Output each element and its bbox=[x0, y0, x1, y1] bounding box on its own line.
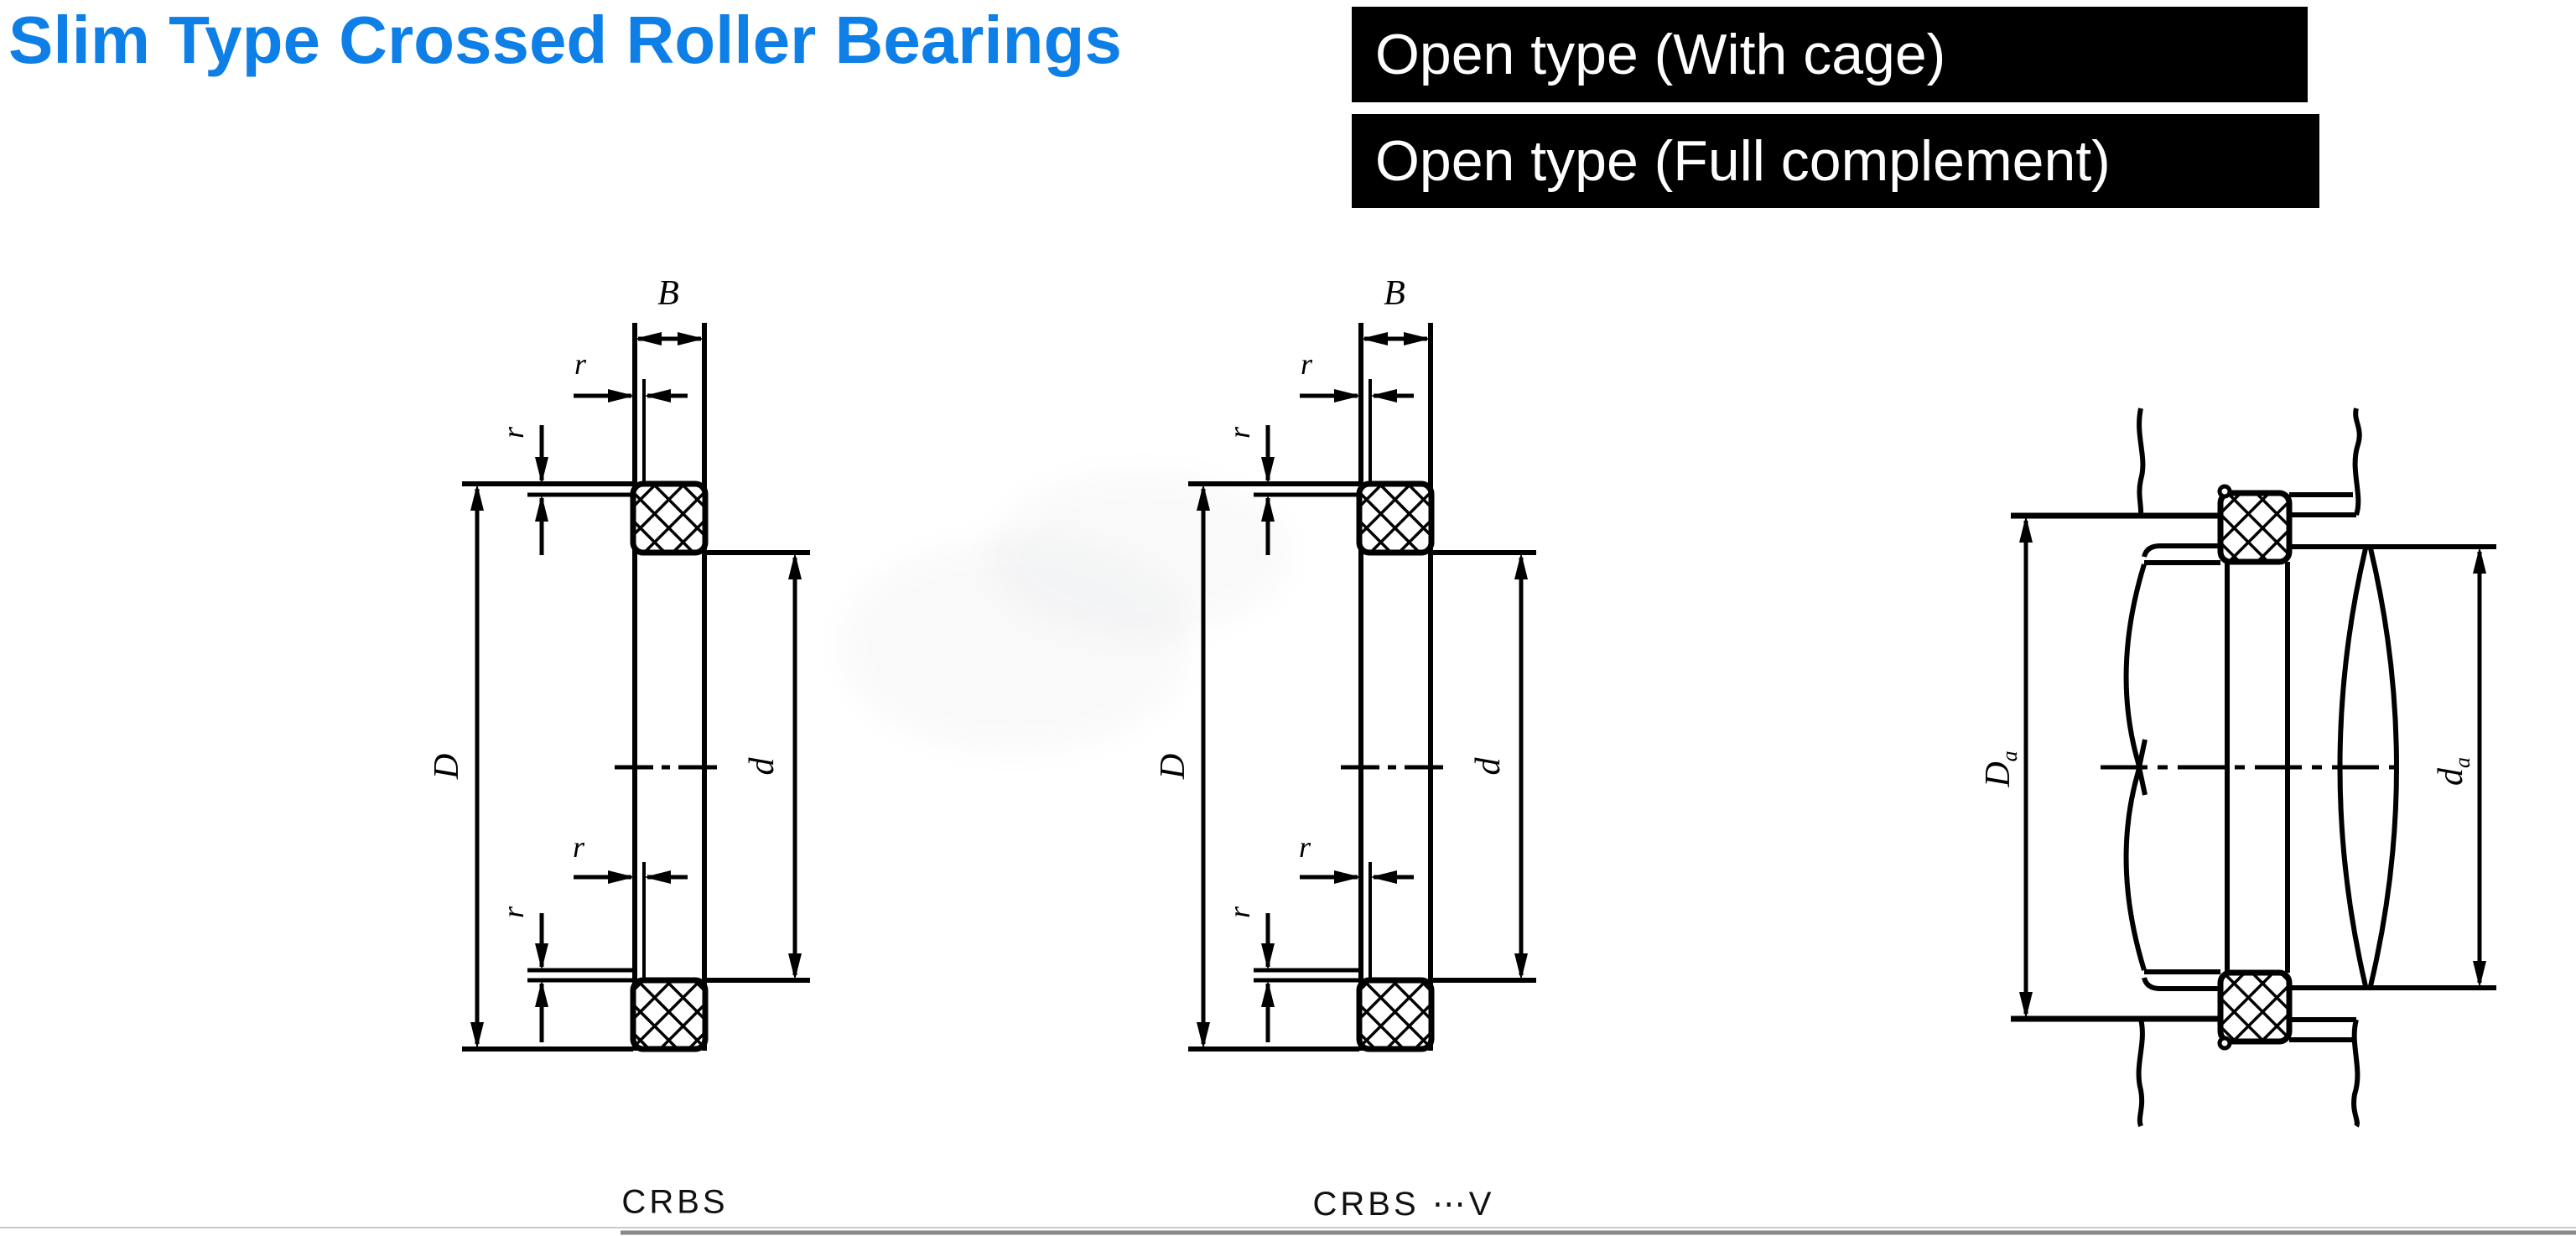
dim-label-chamfer-crbs: r bbox=[572, 830, 585, 864]
type-banner-with-cage: Open type (With cage) bbox=[1352, 7, 2308, 102]
dim-main: d bbox=[2431, 768, 2470, 786]
dim-label-chamfer-crbs-v: r bbox=[1223, 906, 1256, 919]
dim-subscript: a bbox=[2450, 757, 2475, 768]
dim-label-outer-crbs-v: D bbox=[1154, 753, 1192, 780]
figure-caption-crbs: CRBS bbox=[621, 1183, 729, 1221]
dim-label-width-crbs: B bbox=[657, 274, 679, 313]
dim-label-shaft-shoulder: da bbox=[2431, 757, 2475, 786]
dim-main: D bbox=[1978, 761, 2018, 787]
dim-label-chamfer-crbs-v: r bbox=[1298, 830, 1311, 864]
page-title: Slim Type Crossed Roller Bearings bbox=[8, 3, 1122, 77]
dim-label-chamfer-crbs: r bbox=[496, 426, 530, 439]
scan-smudge bbox=[839, 537, 1191, 755]
dim-label-bore-crbs: d bbox=[743, 757, 782, 776]
figure-caption-crbs-v: CRBS ⋯V bbox=[1312, 1186, 1495, 1223]
type-banner-full-complement: Open type (Full complement) bbox=[1352, 114, 2319, 208]
dim-label-chamfer-crbs-v: r bbox=[1300, 347, 1313, 381]
dim-label-width-crbs-v: B bbox=[1384, 274, 1405, 313]
dim-label-housing-shoulder: Da bbox=[1978, 750, 2023, 787]
dim-label-chamfer-crbs-v: r bbox=[1223, 426, 1256, 439]
dim-subscript: a bbox=[1997, 750, 2023, 762]
dim-label-chamfer-crbs: r bbox=[496, 906, 530, 919]
scan-smudge bbox=[989, 470, 1291, 637]
type-banner-label: Open type (With cage) bbox=[1375, 23, 1946, 86]
dim-label-outer-crbs: D bbox=[428, 753, 466, 780]
dim-label-chamfer-crbs: r bbox=[574, 347, 587, 381]
dim-label-bore-crbs-v: d bbox=[1469, 757, 1508, 776]
type-banner-label: Open type (Full complement) bbox=[1375, 129, 2111, 193]
